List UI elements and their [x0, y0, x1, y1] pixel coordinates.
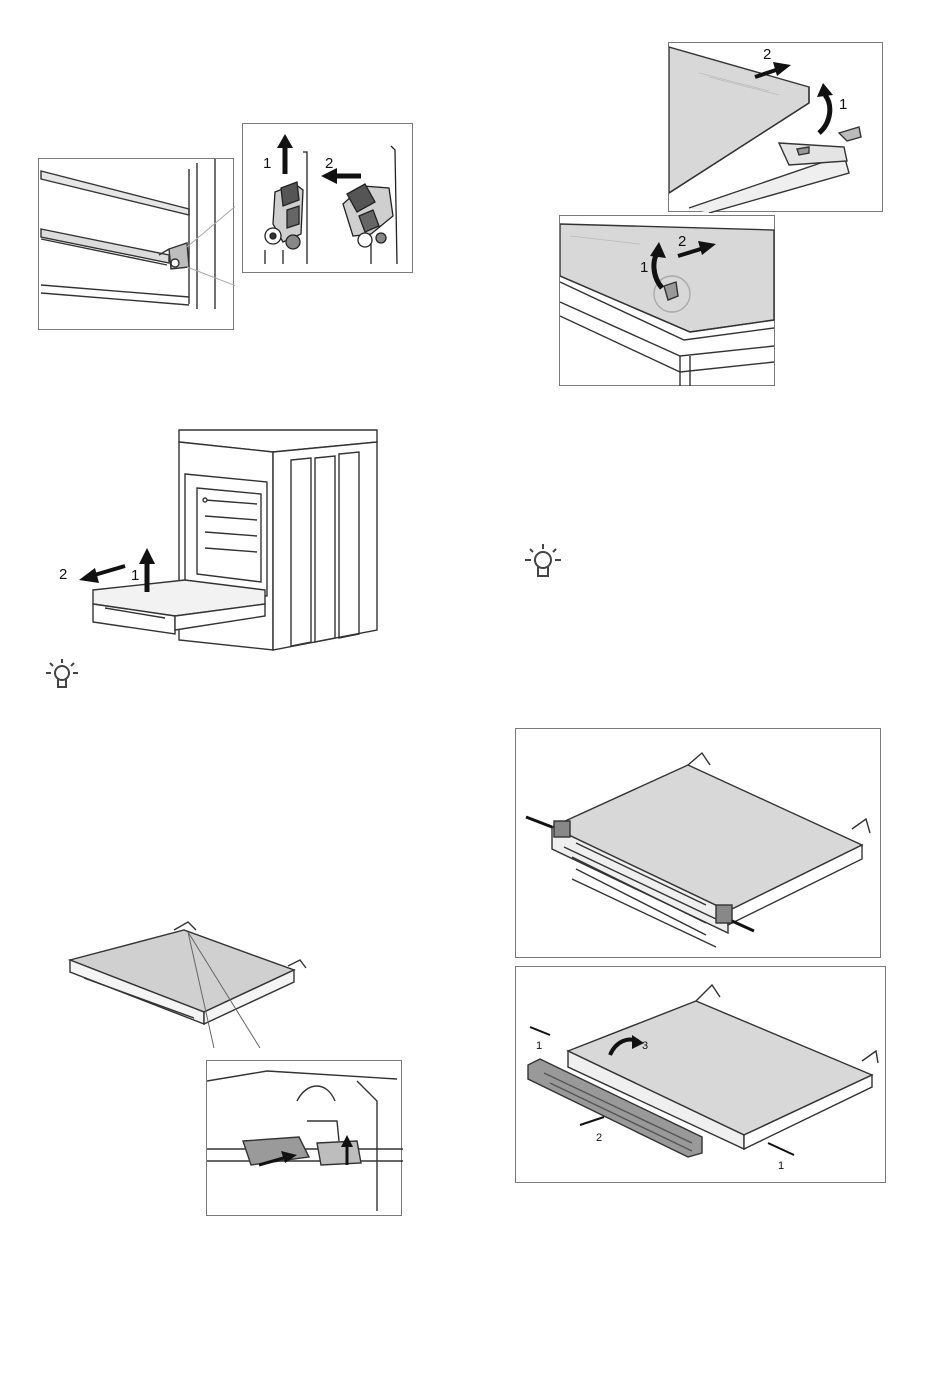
step-label-2: 2: [763, 46, 771, 63]
oven-door-removal-figure: 1 2: [55, 420, 385, 660]
door-glass-panel-figure: [64, 918, 324, 1048]
step-label-2: 2: [678, 233, 686, 250]
door-assembly-figure: [515, 728, 881, 958]
step-label-1: 1: [263, 155, 271, 172]
glass-panel-rear-figure: 2 1: [668, 42, 883, 212]
step-label-1b: 1: [778, 1160, 784, 1172]
glass-panel-front-drawing: 1 2: [560, 216, 776, 387]
step-label-1: 1: [536, 1040, 542, 1052]
step-label-1: 1: [640, 259, 648, 276]
step-label-2: 2: [59, 566, 67, 583]
door-trim-removal-figure: 3 1 1 2: [515, 966, 886, 1183]
step-label-2: 2: [596, 1132, 602, 1144]
oven-door-removal-drawing: 1 2: [55, 420, 385, 660]
door-glass-panel-drawing: [64, 918, 324, 1048]
step-label-1: 1: [839, 96, 847, 113]
hinge-detail-drawing: 1 2: [243, 124, 414, 274]
step-label-1: 1: [131, 567, 139, 584]
hinge-detail-figure: 1 2: [242, 123, 413, 273]
door-clip-detail-figure: [206, 1060, 402, 1216]
step-label-3: 3: [642, 1040, 648, 1052]
step-label-2: 2: [325, 155, 333, 172]
lightbulb-hint-icon: [44, 655, 80, 695]
glass-panel-front-figure: 1 2: [559, 215, 775, 386]
door-trim-removal-drawing: 3 1 1 2: [516, 967, 887, 1184]
hinge-overview-drawing: [39, 159, 235, 331]
door-clip-detail-drawing: [207, 1061, 403, 1217]
glass-panel-rear-drawing: 2 1: [669, 43, 884, 213]
hinge-overview-figure: [38, 158, 234, 330]
door-assembly-drawing: [516, 729, 882, 959]
lightbulb-hint-icon: [523, 540, 563, 584]
